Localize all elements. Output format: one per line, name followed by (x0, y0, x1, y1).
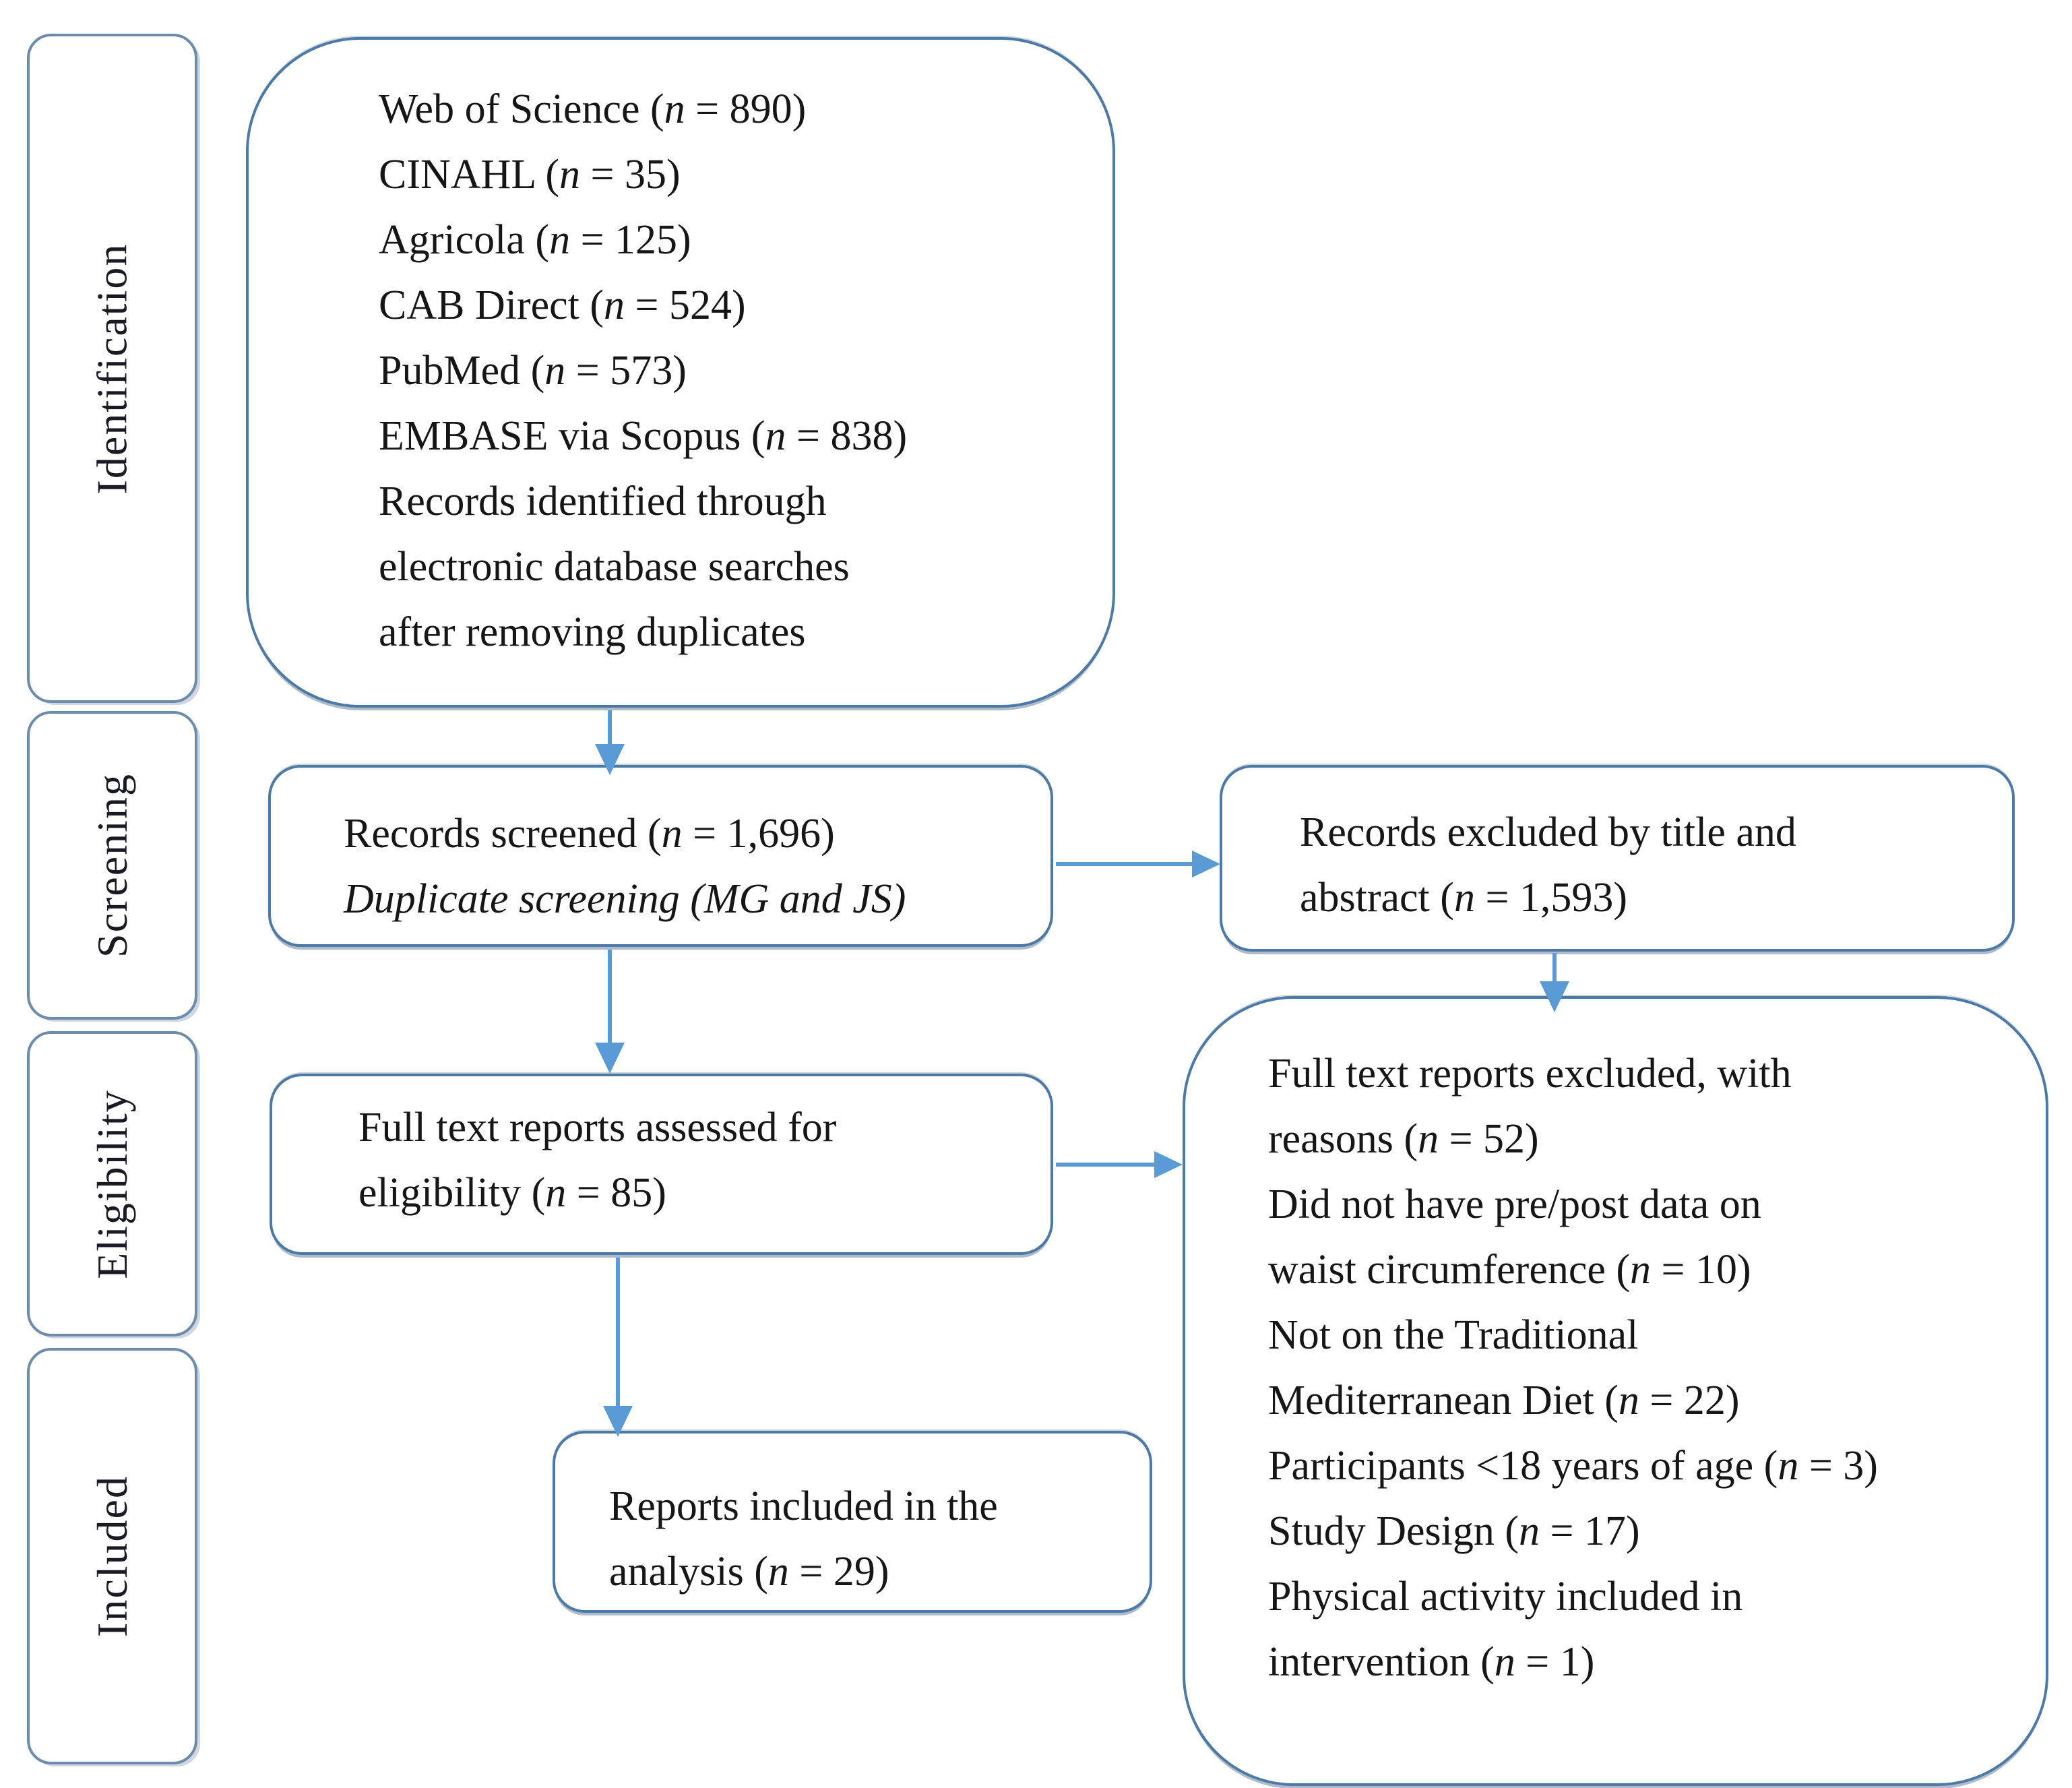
arrowhead-right-icon (1192, 851, 1220, 877)
box-records-identified: Web of Science (n = 890) CINAHL (n = 35) A… (246, 37, 1115, 708)
arrow-identified-to-screened (608, 710, 612, 745)
box-records-screened: Records screened (n = 1,696) Duplicate sc… (268, 765, 1053, 947)
text-line: eligibility (n = 85) (358, 1170, 666, 1216)
text-line: Participants <18 years of age (n = 3) (1268, 1443, 1878, 1489)
text-line: Full text reports assessed for (358, 1105, 837, 1150)
text-line: EMBASE via Scopus (n = 838) (379, 413, 908, 459)
text-line: Mediterranean Diet (n = 22) (1268, 1378, 1740, 1423)
text-line: Records identified through (379, 479, 827, 524)
text-line: CINAHL (n = 35) (379, 152, 681, 197)
arrowhead-down-icon (1540, 981, 1569, 1012)
text-line: Study Design (n = 17) (1268, 1508, 1640, 1554)
text-line: Reports included in the (609, 1483, 998, 1529)
box-records-excluded-title-abstract: Records excluded by title and abstract (n… (1220, 765, 2015, 952)
text-line: Not on the Traditional (1268, 1312, 1639, 1358)
arrowhead-down-icon (595, 1043, 625, 1074)
stage-box-included: Included (27, 1348, 197, 1764)
arrow-screened-to-assessed (608, 950, 612, 1043)
box-fulltext-assessed: Full text reports assessed for eligibilit… (270, 1074, 1053, 1255)
text-line: Records excluded by title and (1300, 809, 1796, 855)
text-line: waist circumference (n = 10) (1268, 1247, 1751, 1293)
text-line: electronic database searches (379, 544, 850, 590)
text-line: Physical activity included in (1268, 1574, 1743, 1620)
text-line: after removing duplicates (379, 609, 806, 655)
box-fulltext-excluded-reasons: Full text reports excluded, with reasons … (1183, 996, 2048, 1786)
text-line: Did not have pre/post data on (1268, 1181, 1761, 1227)
stage-box-eligibility: Eligibility (27, 1031, 197, 1336)
text-line: Agricola (n = 125) (379, 217, 691, 263)
stage-box-screening: Screening (27, 711, 197, 1020)
arrowhead-down-icon (603, 1406, 633, 1437)
arrow-assessed-to-included (616, 1258, 620, 1406)
arrow-screened-to-excluded (1056, 862, 1192, 866)
stage-label-included: Included (88, 1475, 136, 1637)
arrowhead-down-icon (595, 744, 625, 775)
stage-box-identification: Identification (27, 34, 197, 703)
text-line: PubMed (n = 573) (379, 348, 687, 394)
stage-label-screening: Screening (88, 773, 136, 958)
text-line: CAB Direct (n = 524) (379, 282, 746, 328)
text-line: abstract (n = 1,593) (1300, 875, 1628, 921)
stage-label-identification: Identification (88, 243, 136, 494)
arrow-excluded-to-reasons (1552, 953, 1557, 981)
text-line: Records screened (n = 1,696) (344, 811, 835, 857)
text-line: analysis (n = 29) (609, 1549, 889, 1595)
arrowhead-right-icon (1154, 1151, 1183, 1178)
text-line: Web of Science (n = 890) (379, 86, 807, 132)
arrow-assessed-to-excluded (1056, 1163, 1157, 1167)
text-line: reasons (n = 52) (1268, 1116, 1539, 1162)
text-line: Full text reports excluded, with (1268, 1051, 1792, 1097)
box-reports-included: Reports included in the analysis (n = 29) (553, 1431, 1152, 1613)
stage-label-eligibility: Eligibility (88, 1088, 136, 1279)
text-line: Duplicate screening (MG and JS) (344, 876, 906, 922)
text-line: intervention (n = 1) (1268, 1639, 1595, 1685)
